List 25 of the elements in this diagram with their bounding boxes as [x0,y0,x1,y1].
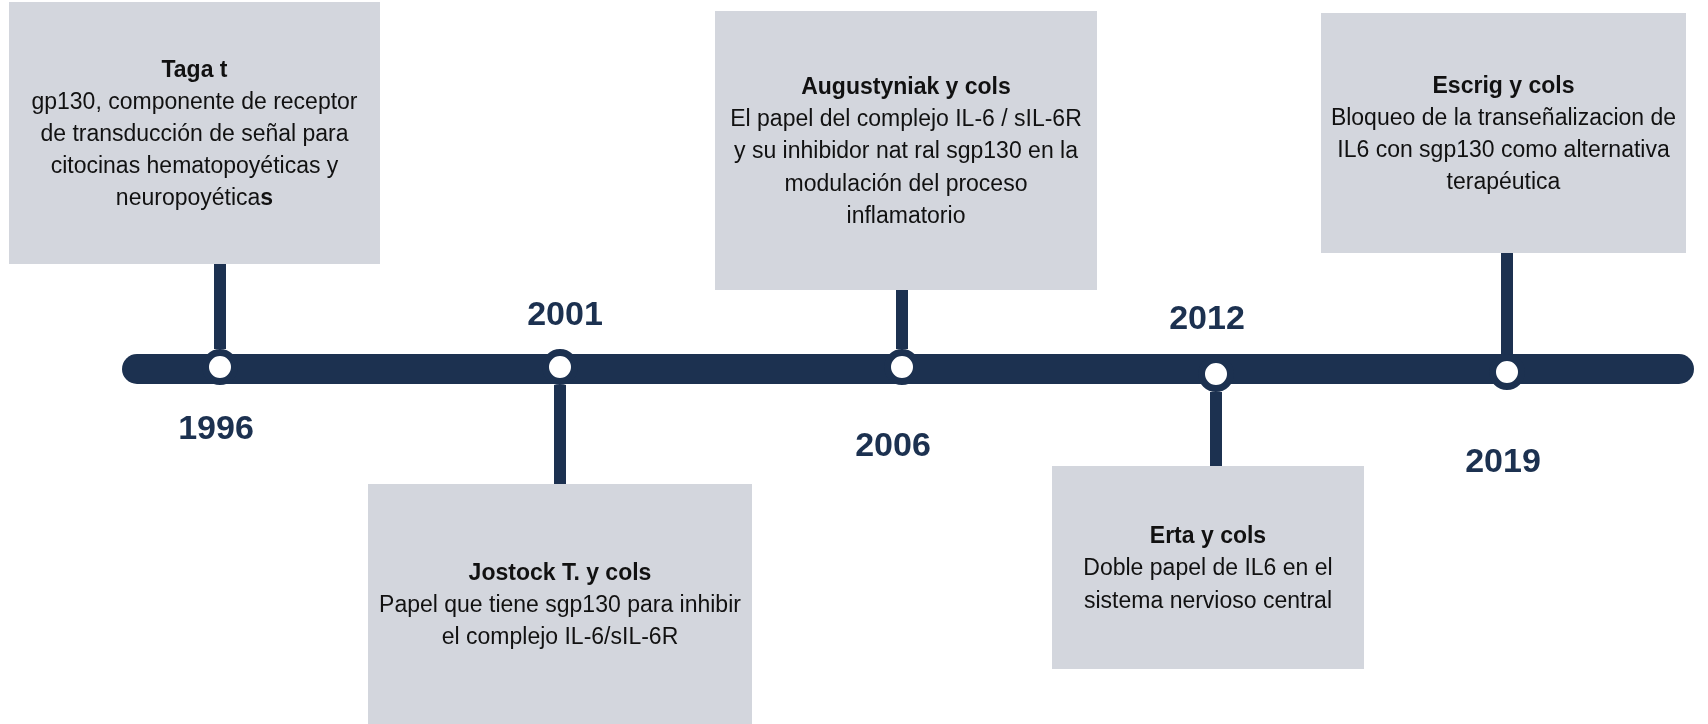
year-label: 2012 [1169,297,1245,337]
event-card [715,11,1097,290]
year-label: 2001 [527,293,603,333]
event-description: Papel que tiene sgp130 para inhibir el complejo IL-6/sIL-6R [378,589,742,652]
year-label: 2006 [855,424,931,464]
event-author: Augustyniak y cols [801,72,1011,102]
year-label: 2019 [1465,440,1541,480]
connector-stem [554,385,566,484]
event-author: Erta y cols [1149,521,1267,551]
event-description: Doble papel de IL6 en el sistema nervioso central [1082,553,1334,615]
event-author: Jostock T. y cols [468,557,652,587]
event-card [9,2,380,264]
connector-stem [1501,253,1513,354]
event-description: Bloqueo de la transeñalizacion de IL6 con sgp130 como alternativa terapéutica [1329,102,1678,197]
event-description: gp130, componente de receptor de transducción de señal para citocinas hematopoyéticas y neuropoyéticas [30,86,359,213]
event-author: Escrig y cols [1432,70,1575,100]
connector-stem [896,290,908,349]
event-card [368,484,752,724]
event-description: El papel del complejo IL-6 / sIL-6R y su inhibidor nat ral sgp130 en la modulación del proceso inflamatorio [729,104,1083,230]
event-card [1321,13,1686,253]
connector-stem [214,264,226,349]
connector-stem [1210,392,1222,466]
event-card [1052,466,1364,669]
event-author: Taga t [161,54,228,84]
year-label: 1996 [178,407,254,447]
